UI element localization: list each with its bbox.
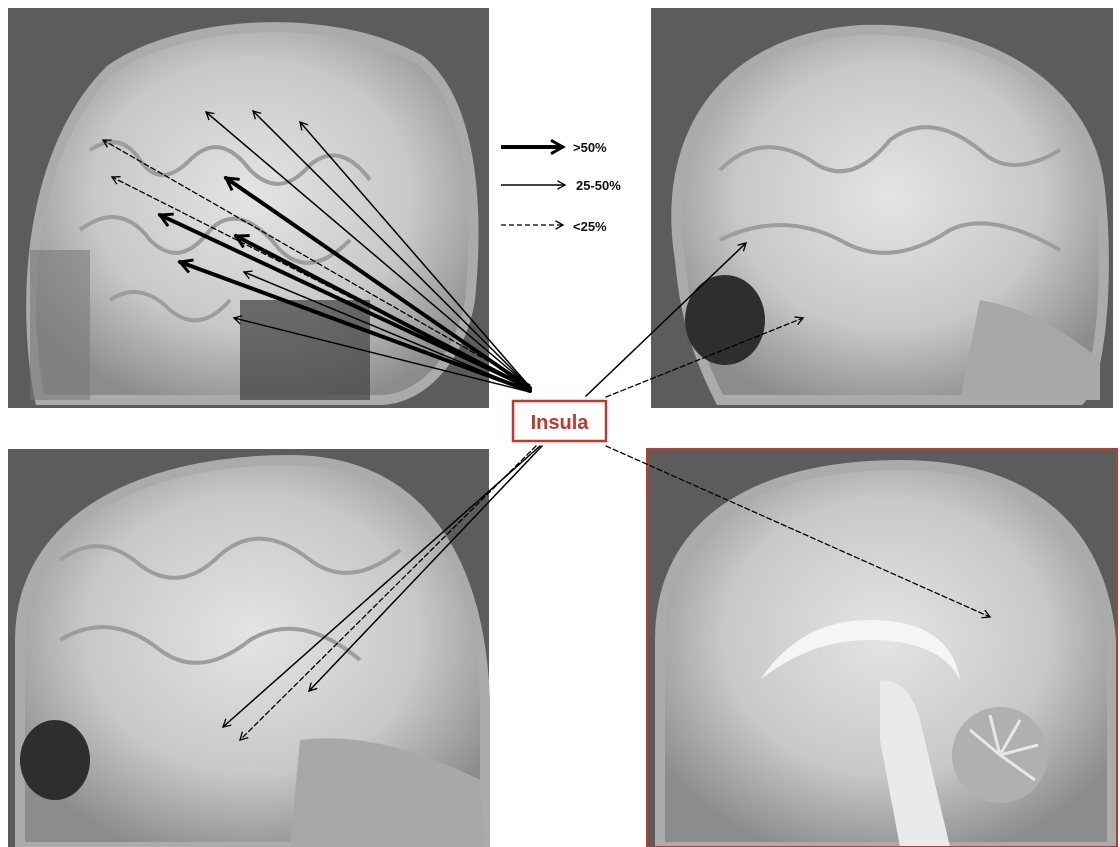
insula-label-box: Insula: [513, 401, 606, 441]
mri-top-right: [651, 8, 1113, 408]
legend-item-thick: >50%: [501, 140, 607, 155]
legend-item-dashed: <25%: [501, 219, 607, 234]
legend-label-thin: 25-50%: [576, 178, 621, 193]
legend-label-thick: >50%: [573, 140, 607, 155]
legend: >50% 25-50% <25%: [501, 140, 621, 234]
legend-label-dashed: <25%: [573, 219, 607, 234]
mri-bottom-right: [647, 449, 1117, 847]
mri-bottom-left: [8, 449, 489, 847]
legend-item-thin: 25-50%: [501, 178, 621, 193]
insula-label: Insula: [531, 412, 590, 434]
